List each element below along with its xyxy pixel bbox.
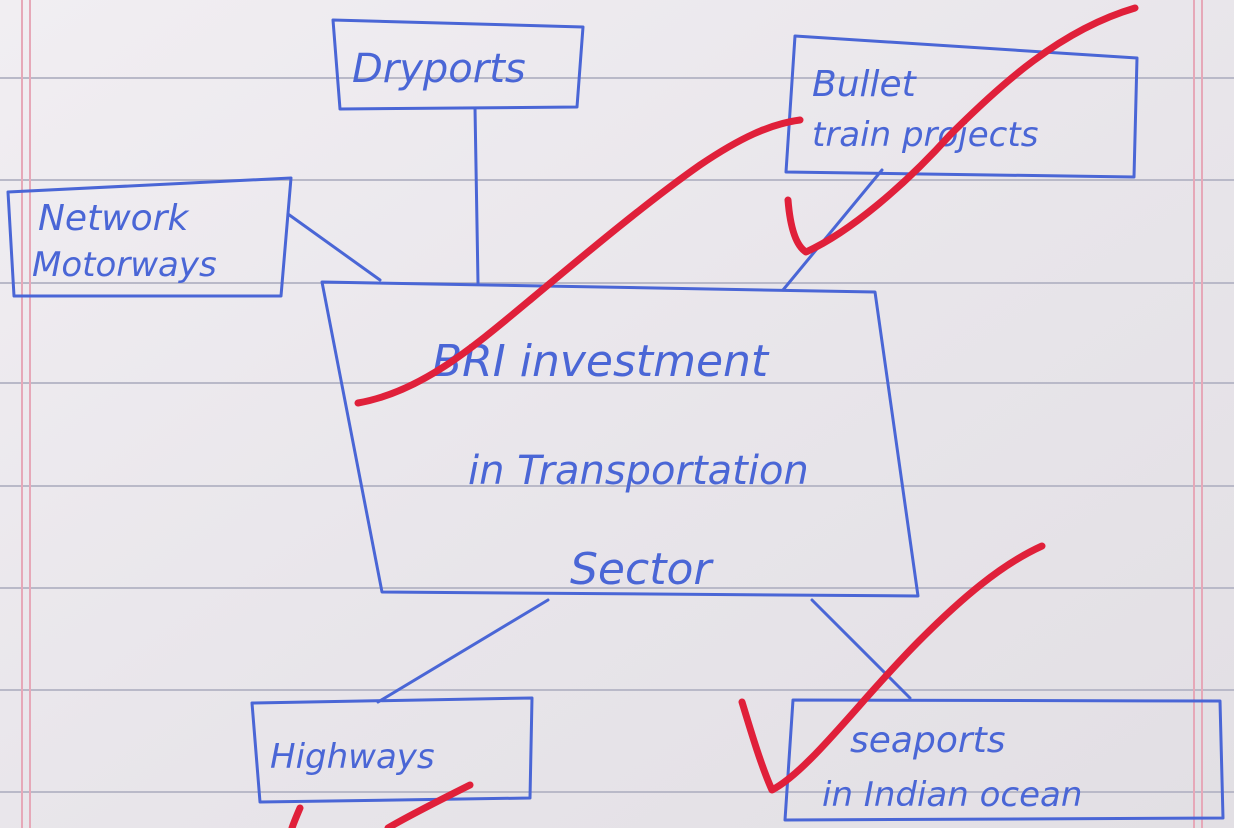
center-label-line3: Sector [570,544,714,595]
node-bullet-train-label-line1: Bullet [812,64,918,105]
ruled-lines [0,77,1234,793]
node-network-motorways-label-line1: Network [38,198,190,239]
network-motorways-box [6,176,293,298]
red-check-mark-bottom-left [288,804,304,828]
red-check-mark-bottom-left-stroke [384,781,474,828]
highways-box [250,696,534,804]
bullet-train-box [784,34,1139,179]
margin-lines [21,0,1203,828]
labels: Dryports Bullet train projects Network M… [32,46,1082,815]
grading-marks [288,4,1139,828]
connector-seaports [810,598,912,700]
connector-dryports [473,106,480,285]
connector-motorways [286,212,382,282]
node-network-motorways-label-line2: Motorways [32,245,217,285]
node-seaports-label-line1: seaports [850,720,1006,761]
red-slash-mark-top [354,116,804,407]
center-label-line1: BRI investment [432,336,770,387]
red-check-mark-bottom-right [738,542,1046,794]
node-dryports-label: Dryports [352,46,526,92]
red-check-mark-top-right [784,4,1139,256]
node-highways-label: Highways [270,737,435,777]
node-bullet-train-label-line2: train projects [812,115,1038,155]
connector-lines [286,106,912,704]
center-label-line2: in Transportation [468,448,809,494]
connector-highways [376,598,550,704]
center-box [320,280,920,598]
connector-bullet-train [781,168,884,292]
node-seaports-label-line2: in Indian ocean [822,775,1082,815]
dryports-box [331,18,585,111]
